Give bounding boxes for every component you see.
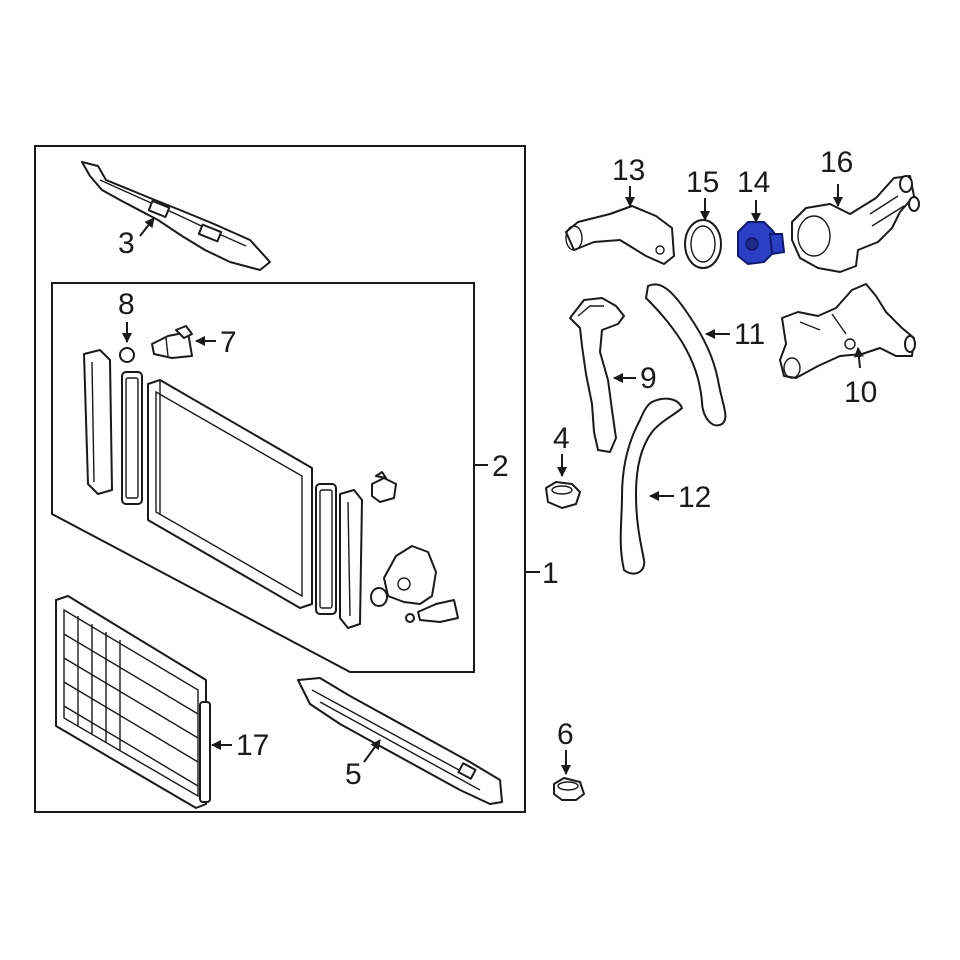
callout-4: 4	[553, 422, 570, 455]
part-7-drain-cock[interactable]	[151, 325, 193, 359]
radiator-outlet-housing[interactable]	[370, 545, 437, 607]
callout-17: 17	[236, 729, 269, 762]
part-4-grommet[interactable]	[545, 481, 581, 509]
leader-10	[853, 347, 864, 369]
radiator-tank-left[interactable]	[83, 349, 113, 495]
callout-16: 16	[820, 146, 853, 179]
callout-12: 12	[678, 481, 711, 514]
part-3-upper-support[interactable]	[81, 161, 271, 271]
callout-8: 8	[118, 288, 135, 321]
part-17-condenser[interactable]	[55, 595, 211, 809]
leader-5	[363, 739, 381, 763]
part-13-water-outlet[interactable]	[565, 205, 675, 265]
callout-2: 2	[492, 450, 509, 483]
assembly-box-1	[34, 145, 526, 813]
callout-6: 6	[557, 718, 574, 751]
part-12-hose[interactable]	[619, 397, 683, 575]
callout-5: 5	[345, 758, 362, 791]
radiator-gasket-left[interactable]	[121, 371, 143, 505]
part-15-gasket[interactable]	[684, 219, 722, 269]
callout-3: 3	[118, 227, 135, 260]
radiator-tank-right[interactable]	[339, 489, 363, 629]
part-9-hose[interactable]	[569, 297, 625, 453]
radiator-lower-plug[interactable]	[405, 599, 459, 623]
callout-11: 11	[734, 318, 765, 351]
callout-14: 14	[737, 166, 770, 199]
leader-3	[139, 217, 155, 237]
callout-15: 15	[686, 166, 719, 199]
callout-7: 7	[220, 326, 237, 359]
radiator-inlet-elbow[interactable]	[371, 471, 397, 503]
part-5-lower-support[interactable]	[297, 677, 503, 805]
callout-13: 13	[612, 154, 645, 187]
callout-10: 10	[844, 376, 877, 409]
part-14-thermostat[interactable]	[737, 221, 786, 266]
part-6-grommet[interactable]	[553, 777, 585, 801]
radiator-core[interactable]	[147, 379, 313, 609]
part-16-water-inlet[interactable]	[791, 175, 920, 273]
callout-1: 1	[542, 557, 559, 590]
assembly-box-2	[51, 282, 475, 673]
callout-9: 9	[640, 362, 657, 395]
part-8-o-ring[interactable]	[119, 347, 135, 363]
radiator-gasket-right[interactable]	[315, 483, 337, 615]
part-10-water-pipe[interactable]	[779, 283, 916, 379]
part-11-hose[interactable]	[645, 283, 727, 427]
